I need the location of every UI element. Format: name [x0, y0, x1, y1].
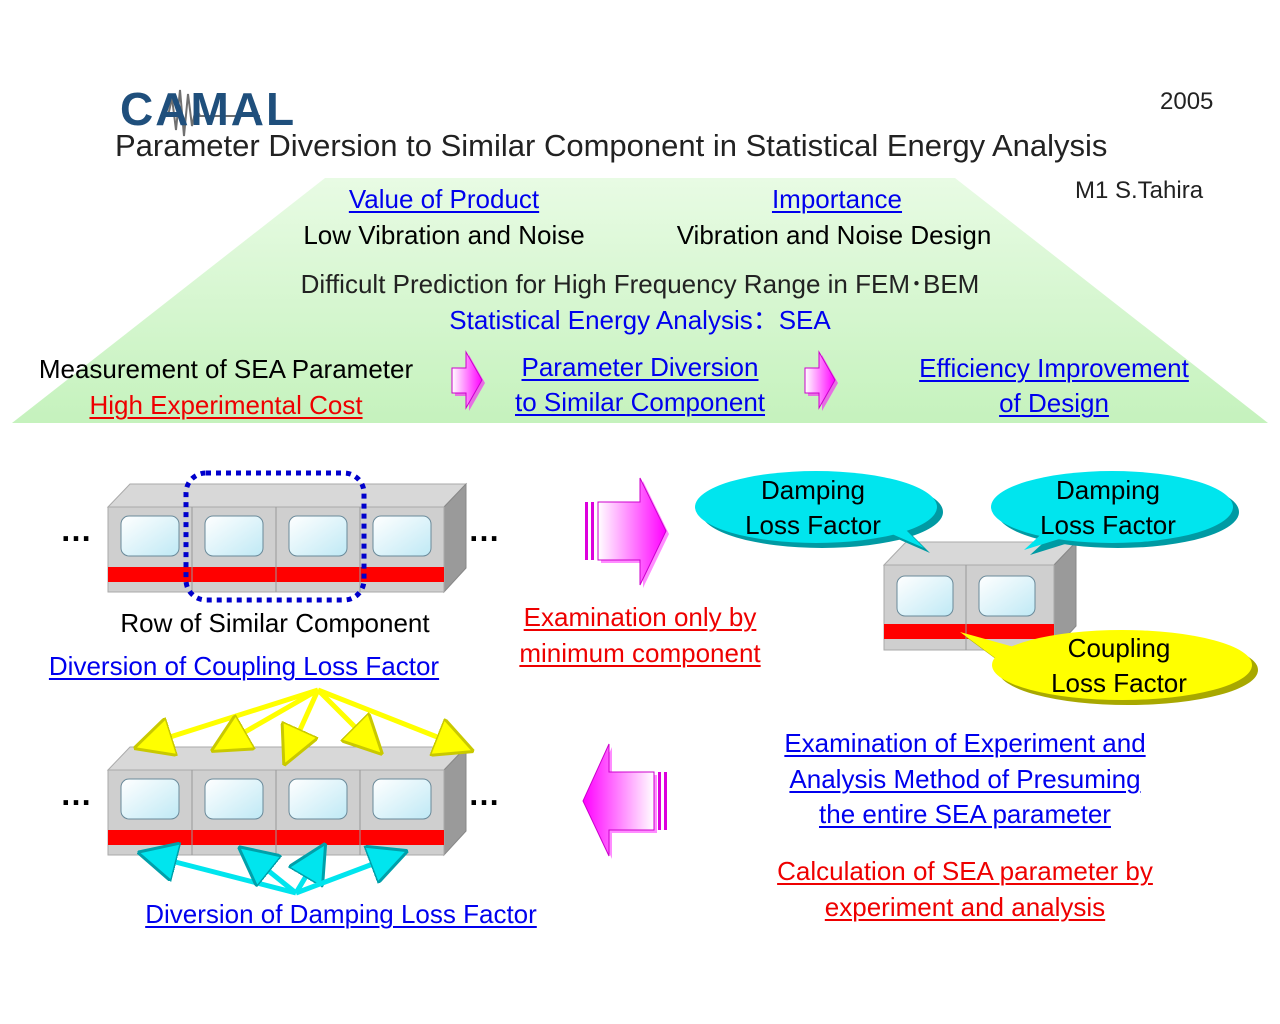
ellipsis-top-right: … [468, 512, 500, 548]
page-title: Parameter Diversion to Similar Component… [115, 128, 1108, 163]
big-arrow-left [582, 743, 667, 859]
year-label: 2005 [1160, 88, 1214, 115]
high-cost-link[interactable]: High Experimental Cost [89, 390, 363, 420]
exam-exp-line2[interactable]: Analysis Method of Presuming [789, 764, 1141, 794]
coupling-arrows [148, 687, 460, 752]
ellipsis-bottom-right: … [468, 776, 500, 812]
author-label: M1 S.Tahira [1075, 177, 1204, 204]
vibration-design-text: Vibration and Noise Design [676, 220, 992, 250]
calc-line1[interactable]: Calculation of SEA parameter by [777, 856, 1153, 886]
pyramid-background [12, 178, 1268, 423]
examination-min-line2[interactable]: minimum component [519, 638, 761, 668]
value-of-product-link[interactable]: Value of Product [348, 184, 540, 214]
minimum-component [882, 540, 1078, 652]
bubble-damping-right [991, 471, 1239, 555]
diversion-line1-link[interactable]: Parameter Diversion [521, 352, 759, 382]
measurement-text: Measurement of SEA Parameter [38, 354, 414, 384]
damping-arrows [152, 856, 394, 896]
exam-exp-line1[interactable]: Examination of Experiment and [784, 728, 1146, 758]
sea-text: Statistical Energy Analysis：SEA [449, 305, 831, 335]
damping-diversion-link[interactable]: Diversion of Damping Loss Factor [145, 899, 537, 929]
small-arrow-1 [451, 350, 485, 411]
selection-dotted-box [183, 470, 367, 603]
calc-line2[interactable]: experiment and analysis [824, 892, 1106, 922]
examination-min-line1[interactable]: Examination only by [523, 602, 757, 632]
ellipsis-bottom-left: … [60, 776, 92, 812]
exam-exp-line3[interactable]: the entire SEA parameter [819, 799, 1111, 829]
small-arrow-2 [804, 350, 838, 411]
component-row-bottom [106, 745, 468, 857]
bubble-left-line1: Damping [760, 475, 866, 505]
ellipsis-top-left: … [60, 512, 92, 548]
big-arrow-right [585, 477, 669, 588]
logo-text: CAMAL [120, 83, 297, 135]
row-label: Row of Similar Component [120, 608, 430, 638]
bubble-right-line2: Loss Factor [1040, 510, 1176, 540]
camal-logo: CAMAL [120, 78, 294, 140]
component-row-top [106, 482, 468, 594]
bubble-left-line2: Loss Factor [745, 510, 881, 540]
difficult-prediction-text: Difficult Prediction for High Frequency … [300, 269, 980, 299]
diversion-line2-link[interactable]: to Similar Component [515, 387, 765, 417]
importance-link[interactable]: Importance [771, 184, 903, 214]
bubble-damping-left [695, 471, 943, 553]
bubble-coupling [960, 630, 1258, 705]
efficiency-line2-link[interactable]: of Design [999, 388, 1109, 418]
coupling-diversion-link[interactable]: Diversion of Coupling Loss Factor [48, 651, 440, 681]
bubble-coupling-line2: Loss Factor [1051, 668, 1187, 698]
low-vibration-text: Low Vibration and Noise [303, 220, 585, 250]
bubble-right-line1: Damping [1055, 475, 1161, 505]
bubble-coupling-line1: Coupling [1067, 633, 1171, 663]
efficiency-line1-link[interactable]: Efficiency Improvement [919, 353, 1189, 383]
